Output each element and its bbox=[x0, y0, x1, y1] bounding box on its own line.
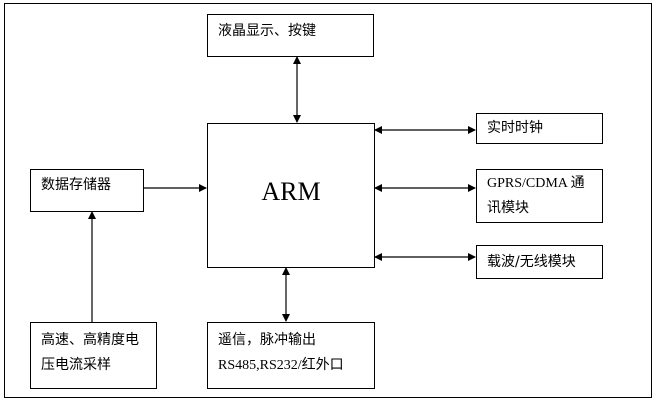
block-label-line1: 遥信，脉冲输出 bbox=[218, 332, 316, 348]
block-label-line1: 高速、高精度电 bbox=[41, 332, 139, 348]
block-label: 数据存储器 bbox=[41, 177, 111, 193]
block-label-line2: 讯模块 bbox=[487, 200, 529, 216]
block-sampling: 高速、高精度电 压电流采样 bbox=[30, 322, 157, 389]
block-label-line2: 压电流采样 bbox=[41, 357, 111, 373]
block-lcd-keys: 液晶显示、按键 bbox=[207, 14, 374, 57]
block-carrier-wireless: 载波/无线模块 bbox=[476, 245, 603, 279]
block-label-line2: RS485,RS232/红外口 bbox=[218, 358, 344, 373]
block-label: 载波/无线模块 bbox=[487, 254, 576, 270]
block-label: 液晶显示、按键 bbox=[218, 23, 316, 39]
diagram-frame bbox=[4, 3, 652, 398]
block-label-line1: GPRS/CDMA 通 bbox=[487, 176, 585, 191]
block-arm: ARM bbox=[207, 123, 375, 268]
block-remote-io: 遥信，脉冲输出 RS485,RS232/红外口 bbox=[207, 322, 375, 389]
block-gprs-cdma: GPRS/CDMA 通 讯模块 bbox=[476, 169, 603, 223]
block-data-storage: 数据存储器 bbox=[30, 169, 144, 212]
block-rtc: 实时时钟 bbox=[476, 113, 603, 144]
block-label: 实时时钟 bbox=[487, 120, 543, 136]
block-label: ARM bbox=[261, 177, 321, 206]
